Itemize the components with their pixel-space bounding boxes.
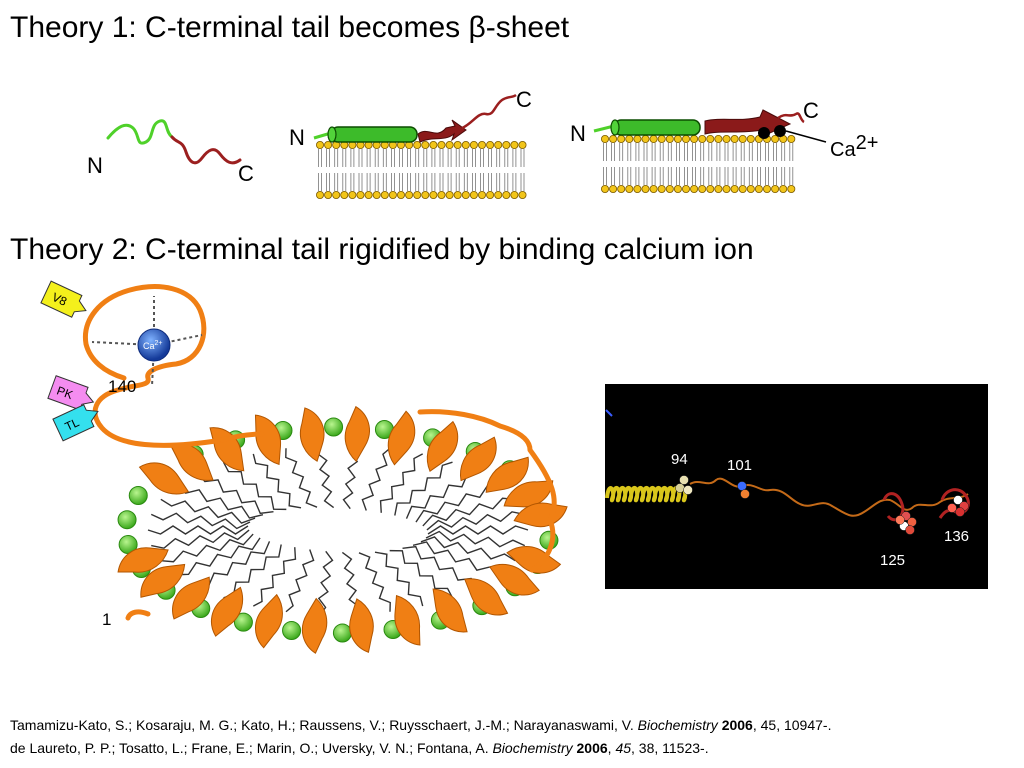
helix-ribbon-bottom — [117, 546, 562, 654]
micelle-diagram: Ca2+ V8 PK TL 140 1 — [40, 280, 568, 654]
theory1-heading: Theory 1: C-terminal tail becomes β-shee… — [10, 11, 570, 44]
c-terminus-label: C — [516, 87, 532, 112]
figure-canvas: N C N C N C Ca2+ — [40, 87, 988, 654]
tag-pk-label: PK — [55, 383, 75, 402]
n-terminus-label: N — [87, 153, 103, 178]
calcium-ion-dot — [758, 127, 770, 139]
panel-helix-on-membrane: N C — [289, 87, 532, 199]
residue-136-label: 136 — [944, 528, 969, 545]
beta-strand-arrow — [417, 119, 467, 143]
calcium-label: Ca2+ — [830, 132, 878, 161]
residue-94-label: 94 — [671, 451, 688, 468]
structure-panel: 94 101 125 136 — [605, 384, 988, 589]
reference-1: Tamamizu-Kato, S.; Kosaraju, M. G.; Kato… — [10, 717, 832, 733]
reference-2: de Laureto, P. P.; Tosatto, L.; Frane, E… — [10, 740, 709, 756]
residue-spheres — [675, 475, 969, 535]
c-terminus-label: C — [803, 98, 819, 123]
panel-unfolded-chain: N C — [87, 119, 254, 186]
residue-125-label: 125 — [880, 552, 905, 569]
structure-background — [605, 384, 988, 589]
protein-linker — [125, 409, 557, 621]
n-terminus-label: N — [570, 121, 586, 146]
references: Tamamizu-Kato, S.; Kosaraju, M. G.; Kato… — [10, 714, 831, 760]
calcium-ion-label: Ca2+ — [143, 340, 163, 351]
c-terminal-tail-loop — [82, 284, 225, 448]
calcium-coordination: Ca2+ — [91, 296, 203, 387]
backbone-trace — [689, 477, 969, 517]
lipid-bilayer — [601, 134, 796, 193]
residue-1-label: 1 — [102, 610, 111, 629]
lipid-bilayer — [315, 140, 527, 199]
n-terminal-segment — [106, 119, 174, 145]
tag-pk: PK — [47, 375, 95, 411]
tag-tl-label: TL — [63, 415, 82, 434]
theory2-heading: Theory 2: C-terminal tail rigidified by … — [10, 233, 754, 266]
c-terminal-tail — [461, 93, 517, 130]
n-terminus-label: N — [289, 125, 305, 150]
c-terminus-label: C — [238, 161, 254, 186]
calcium-ion — [137, 328, 171, 362]
calcium-ion-dot — [774, 125, 786, 137]
tag-v8-label: V8 — [50, 290, 70, 309]
residue-101-label: 101 — [727, 457, 752, 474]
panel-calcium-bound-membrane: N C Ca2+ — [570, 98, 878, 193]
c-terminal-tail — [170, 135, 242, 165]
tag-v8: V8 — [40, 280, 87, 318]
calcium-pointer-line — [785, 130, 827, 143]
helix-cylinder — [330, 126, 418, 143]
c-terminal-tail — [777, 112, 805, 124]
helix-cylinder — [613, 119, 701, 136]
residue-140-label: 140 — [108, 377, 136, 396]
tag-tl: TL — [52, 404, 99, 442]
helix-coil — [605, 485, 688, 503]
